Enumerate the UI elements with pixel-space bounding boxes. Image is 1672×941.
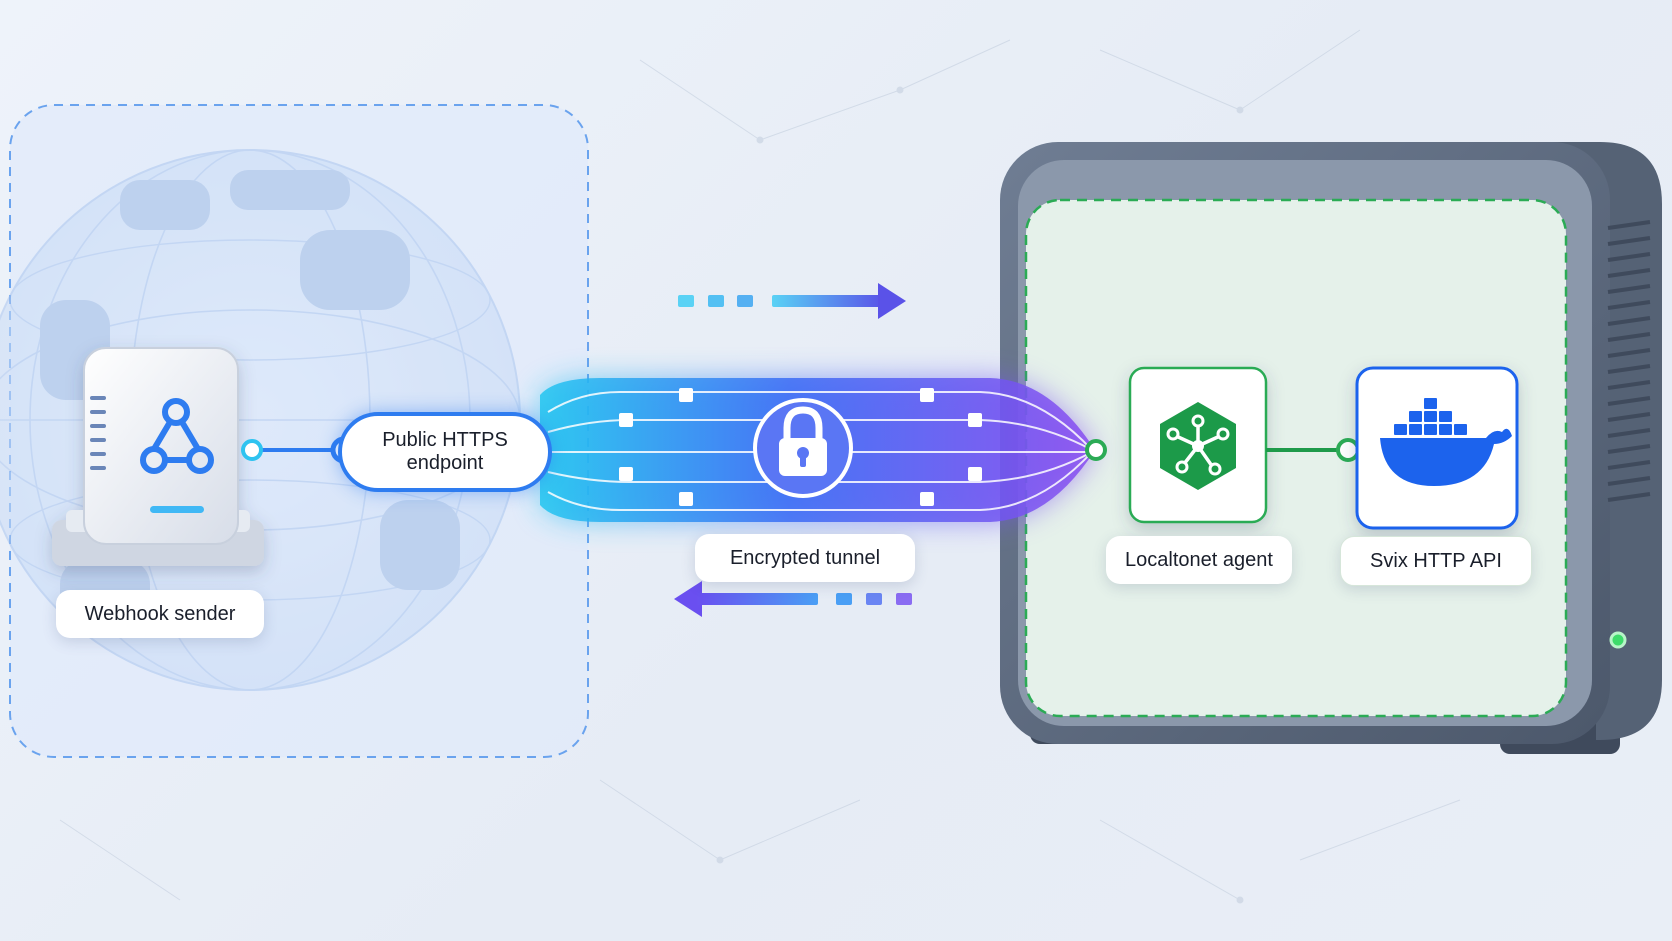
webhook-icon [140, 398, 214, 474]
svix-api-card [1355, 366, 1519, 530]
arrow-outbound [674, 581, 912, 617]
encrypted-tunnel-label: Encrypted tunnel [695, 534, 915, 582]
public-https-endpoint: Public HTTPS endpoint [338, 412, 552, 492]
agent-svix-link [1266, 438, 1360, 462]
endpoint-label-line2: endpoint [406, 452, 484, 474]
tunnel-agent-link [1085, 439, 1107, 461]
localtonet-agent-card [1128, 366, 1268, 524]
localtonet-agent-label: Localtonet agent [1106, 536, 1292, 584]
svix-http-api-label: Svix HTTP API [1340, 536, 1532, 586]
webhook-sender-label: Webhook sender [56, 590, 264, 638]
endpoint-label-line1: Public HTTPS [382, 429, 508, 451]
network-hub-icon [1160, 402, 1236, 490]
vent-grille [1607, 220, 1651, 502]
encrypted-tunnel [540, 378, 1095, 522]
docker-whale-icon [1380, 398, 1512, 486]
power-led [1609, 631, 1627, 649]
arrow-inbound [678, 283, 906, 319]
background-network [59, 29, 1461, 904]
webhook-sender-device [52, 347, 264, 566]
lock-icon [753, 398, 853, 498]
data-packets [619, 388, 982, 506]
